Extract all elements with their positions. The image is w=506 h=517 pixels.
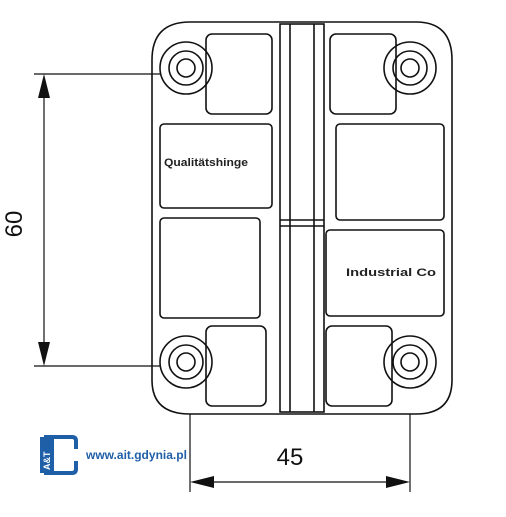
screw-hole-top-right: [383, 41, 437, 95]
screw-hole-bottom-left: [159, 335, 213, 389]
height-dimension: [34, 73, 160, 367]
ait-logo-badge: A&T: [40, 435, 78, 475]
right-embossed-text: Industrial Co: [346, 267, 436, 279]
hinge-outline: [151, 21, 453, 415]
width-dimension: [189, 414, 411, 492]
left-middle-panel: [159, 123, 273, 209]
hinge-knuckle: [279, 23, 325, 413]
right-upper-pocket: [329, 33, 397, 115]
left-embossed-text: Qualitätshinge: [164, 157, 248, 169]
width-arrow-right: [386, 476, 410, 488]
logo-badge-text: A&T: [42, 451, 52, 470]
height-dimension-label: 60: [1, 211, 28, 238]
left-upper-pocket: [205, 33, 273, 115]
height-arrow-top: [38, 74, 50, 98]
right-lower-panel: [325, 229, 445, 317]
left-lower-panel: [159, 217, 261, 319]
right-bottom-pocket: [325, 325, 393, 407]
width-dimension-label: 45: [277, 444, 304, 471]
logo-url: www.ait.gdynia.pl: [86, 448, 187, 462]
screw-hole-bottom-right: [383, 335, 437, 389]
left-bottom-pocket: [205, 325, 267, 407]
width-arrow-left: [190, 476, 214, 488]
screw-hole-top-left: [159, 41, 213, 95]
height-arrow-bottom: [38, 342, 50, 366]
right-middle-panel: [335, 123, 445, 221]
